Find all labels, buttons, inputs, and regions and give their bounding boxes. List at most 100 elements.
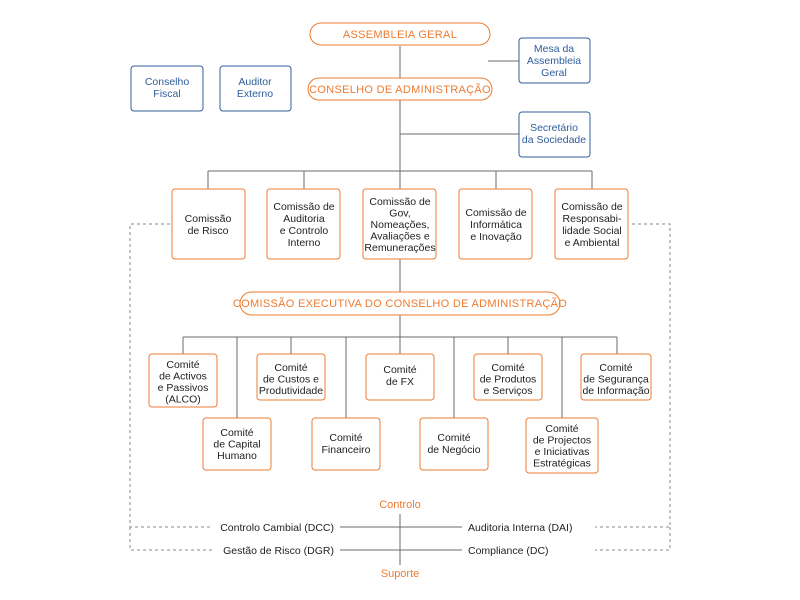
committee-fx-line-1: Comité bbox=[383, 364, 416, 376]
commission-governance-line-3: Nomeações, bbox=[371, 219, 430, 231]
committee-produtos-line-3: e Serviços bbox=[483, 385, 532, 397]
commission-risco-line-2: de Risco bbox=[188, 225, 229, 237]
mesa-line-1: Mesa da bbox=[534, 43, 574, 55]
board-label: CONSELHO DE ADMINISTRAÇÃO bbox=[309, 83, 491, 96]
committee-custos-line-3: Produtividade bbox=[259, 385, 323, 397]
committee-negocio-line-1: Comité bbox=[437, 432, 470, 444]
auditoria-interna-label: Auditoria Interna (DAI) bbox=[468, 522, 572, 534]
controlo-label: Controlo bbox=[379, 499, 421, 511]
board-node: CONSELHO DE ADMINISTRAÇÃO bbox=[307, 77, 493, 101]
secretario-line-1: Secretário bbox=[530, 122, 578, 134]
commission-responsabilidade-line-3: lidade Social bbox=[562, 225, 622, 237]
committee-custos-line-2: de Custos e bbox=[263, 374, 319, 386]
committee-seguranca-line-3: de Informação bbox=[582, 385, 649, 397]
commission-governance-line-4: Avaliações e bbox=[370, 231, 430, 243]
auditor-externo-line-2: Externo bbox=[237, 88, 273, 100]
committee-financeiro-line-1: Comité bbox=[329, 432, 362, 444]
committee-negocio-line-2: de Negócio bbox=[427, 444, 480, 456]
commission-responsabilidade-line-2: Responsabi- bbox=[563, 213, 622, 225]
committee-custos-line-1: Comité bbox=[274, 362, 307, 374]
mesa-line-2: Assembleia bbox=[527, 55, 581, 67]
committee-projectos-line-1: Comité bbox=[545, 423, 578, 435]
commission-governance-line-5: Remunerações bbox=[364, 242, 435, 254]
commission-informatica-line-1: Comissão de bbox=[465, 207, 526, 219]
committee-produtos-line-2: de Produtos bbox=[480, 374, 537, 386]
dashed-brackets bbox=[129, 223, 671, 551]
gestao-risco-label: Gestão de Risco (DGR) bbox=[223, 545, 334, 557]
committee-financeiro-line-2: Financeiro bbox=[321, 444, 370, 456]
executive-label: COMISSÃO EXECUTIVA DO CONSELHO DE ADMINI… bbox=[233, 297, 567, 310]
commission-governance-line-2: Gov, bbox=[389, 208, 410, 220]
commission-informatica-line-2: Informática bbox=[470, 219, 522, 231]
committee-projectos-line-4: Estratégicas bbox=[533, 458, 591, 470]
executive-node: COMISSÃO EXECUTIVA DO CONSELHO DE ADMINI… bbox=[233, 291, 567, 316]
committee-produtos-line-1: Comité bbox=[491, 362, 524, 374]
commission-governance-line-1: Comissão de bbox=[369, 196, 430, 208]
assembly-node: ASSEMBLEIA GERAL bbox=[309, 22, 491, 46]
committee-alco-line-2: de Activos bbox=[159, 371, 207, 383]
conselho-fiscal-line-1: Conselho bbox=[145, 76, 190, 88]
assembly-label: ASSEMBLEIA GERAL bbox=[343, 29, 457, 41]
committee-projectos-line-3: e Iniciativas bbox=[535, 446, 590, 458]
commission-auditoria-line-2: Auditoria bbox=[283, 213, 325, 225]
commission-informatica-line-3: e Inovação bbox=[470, 231, 522, 243]
committee-alco-line-1: Comité bbox=[166, 359, 199, 371]
conselho-fiscal-line-2: Fiscal bbox=[153, 88, 180, 100]
connector-lines bbox=[182, 46, 618, 565]
committee-seguranca-line-2: de Segurança bbox=[583, 374, 649, 386]
compliance-label: Compliance (DC) bbox=[468, 545, 549, 557]
controlo-cambial-label: Controlo Cambial (DCC) bbox=[220, 522, 334, 534]
auditor-externo-line-1: Auditor bbox=[238, 76, 272, 88]
suporte-label: Suporte bbox=[381, 568, 420, 580]
commission-responsabilidade-line-4: e Ambiental bbox=[565, 237, 620, 249]
commission-auditoria-line-3: e Controlo bbox=[280, 225, 329, 237]
committee-alco-line-4: (ALCO) bbox=[165, 394, 201, 406]
committee-fx-line-2: de FX bbox=[386, 376, 414, 388]
committee-alco-line-3: e Passivos bbox=[158, 382, 209, 394]
mesa-line-3: Geral bbox=[541, 67, 567, 79]
commission-responsabilidade-line-1: Comissão de bbox=[561, 201, 622, 213]
secretario-line-2: da Sociedade bbox=[522, 134, 586, 146]
committee-seguranca-line-1: Comité bbox=[599, 362, 632, 374]
committee-capital-humano-line-2: de Capital bbox=[213, 439, 260, 451]
committee-projectos-line-2: de Projectos bbox=[533, 435, 591, 447]
commission-auditoria-line-1: Comissão de bbox=[273, 201, 334, 213]
committee-capital-humano-line-3: Humano bbox=[217, 450, 257, 462]
commission-risco-line-1: Comissão bbox=[185, 213, 232, 225]
